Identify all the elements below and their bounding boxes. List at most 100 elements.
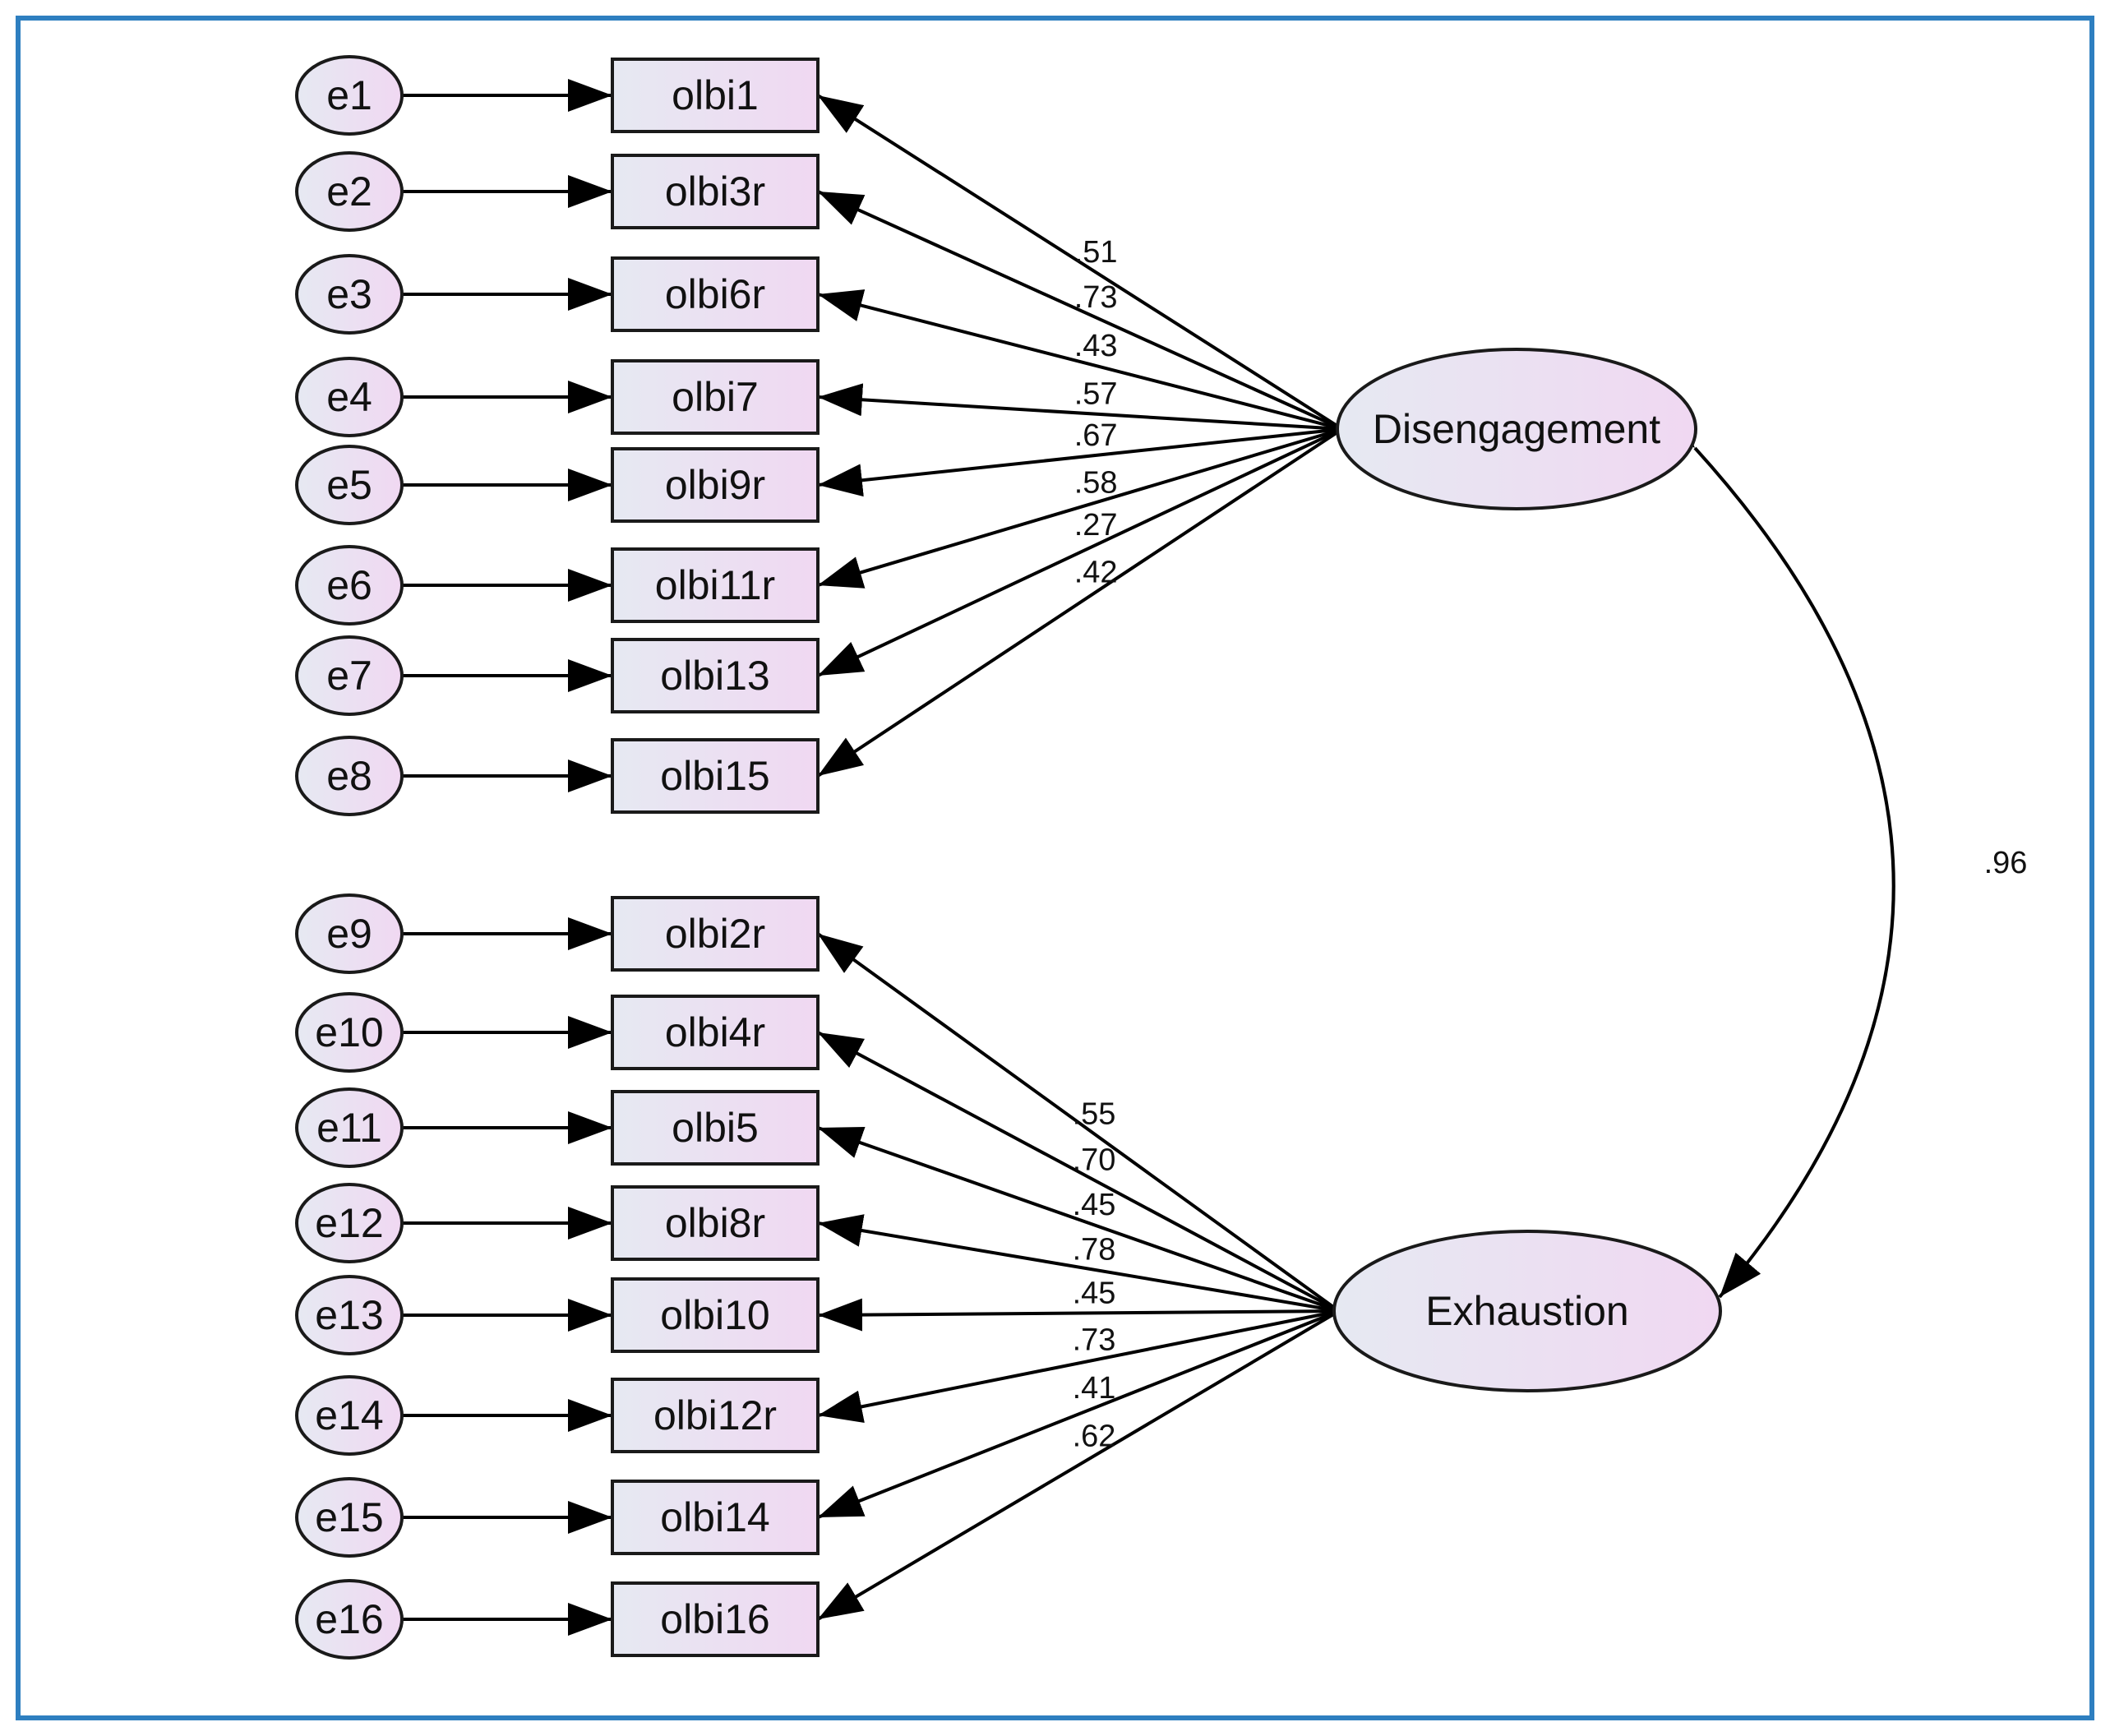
error-label: e10 <box>315 1009 383 1055</box>
error-label: e11 <box>316 1105 382 1151</box>
loading-label: .73 <box>1073 1323 1116 1358</box>
error-node-e4 <box>295 357 404 437</box>
item-label: olbi9r <box>665 462 765 508</box>
diagram-frame <box>16 16 2094 1720</box>
latent-node-disengagement <box>1336 348 1697 510</box>
error-label: e7 <box>326 653 372 699</box>
loading-label: .43 <box>1074 329 1118 363</box>
latent-node-exhaustion <box>1332 1230 1722 1392</box>
error-label: e6 <box>326 562 372 608</box>
edges-layer <box>402 79 1895 1636</box>
error-node-e6 <box>295 545 404 626</box>
item-box-olbi5 <box>611 1090 820 1166</box>
loading-label: .67 <box>1074 418 1118 453</box>
item-label: olbi6r <box>665 271 765 317</box>
correlation-path <box>1652 404 1895 1299</box>
loading-path-olbi12r <box>817 1309 1340 1424</box>
loading-path-olbi1 <box>816 94 1344 431</box>
error-node-e10 <box>295 992 404 1073</box>
error-node-e15 <box>295 1477 404 1558</box>
error-node-e8 <box>295 736 404 816</box>
error-label: e14 <box>315 1392 383 1438</box>
error-label: e13 <box>315 1292 383 1338</box>
error-label: e1 <box>326 72 372 118</box>
loading-label: .78 <box>1073 1233 1116 1267</box>
item-box-olbi15 <box>611 738 820 814</box>
loading-path-olbi16 <box>816 1309 1341 1621</box>
item-label: olbi16 <box>660 1596 769 1642</box>
item-label: olbi1 <box>672 72 759 118</box>
error-node-e5 <box>295 445 404 525</box>
loading-label: .45 <box>1073 1276 1116 1310</box>
loading-path-olbi4r <box>817 1031 1340 1313</box>
error-label: e8 <box>326 753 372 799</box>
error-label: e2 <box>326 169 372 215</box>
item-box-olbi14 <box>611 1480 820 1555</box>
loading-path-olbi6r <box>817 289 1343 431</box>
error-label: e15 <box>315 1494 383 1540</box>
loading-path-olbi14 <box>817 1309 1340 1519</box>
error-node-e7 <box>295 635 404 716</box>
item-box-olbi2r <box>611 896 820 972</box>
item-label: olbi13 <box>660 653 769 699</box>
error-label: e12 <box>315 1200 383 1246</box>
error-node-e14 <box>295 1375 404 1456</box>
item-box-olbi8r <box>611 1185 820 1261</box>
nodes-layer <box>295 55 1722 1660</box>
error-node-e3 <box>295 254 404 335</box>
item-label: olbi14 <box>660 1494 769 1540</box>
loading-path-olbi3r <box>817 190 1343 431</box>
item-label: olbi10 <box>660 1292 769 1338</box>
loading-path-olbi2r <box>816 932 1341 1313</box>
item-box-olbi11r <box>611 547 820 623</box>
loading-path-olbi8r <box>817 1214 1340 1313</box>
loading-label: .45 <box>1073 1188 1116 1222</box>
loading-path-olbi11r <box>817 427 1343 589</box>
error-label: e5 <box>326 462 372 508</box>
loading-path-olbi7 <box>817 383 1343 431</box>
item-box-olbi6r <box>611 256 820 332</box>
error-label: e16 <box>315 1596 383 1642</box>
error-node-e16 <box>295 1579 404 1660</box>
loading-label: .73 <box>1074 280 1118 315</box>
loading-path-olbi9r <box>817 427 1343 497</box>
item-label: olbi5 <box>672 1105 759 1151</box>
loading-label: .55 <box>1073 1097 1116 1131</box>
item-box-olbi1 <box>611 58 820 133</box>
item-box-olbi4r <box>611 995 820 1070</box>
item-box-olbi10 <box>611 1277 820 1353</box>
item-box-olbi12r <box>611 1378 820 1453</box>
error-node-e1 <box>295 55 404 136</box>
loading-label: .42 <box>1074 555 1118 589</box>
error-label: e3 <box>326 271 372 317</box>
loading-path-olbi10 <box>817 1298 1340 1332</box>
error-node-e13 <box>295 1275 404 1355</box>
loading-path-olbi15 <box>816 427 1344 778</box>
loading-path-olbi5 <box>817 1126 1340 1313</box>
item-box-olbi3r <box>611 154 820 229</box>
item-label: olbi8r <box>665 1200 765 1246</box>
loading-path-olbi13 <box>817 427 1343 677</box>
correlation-label: .96 <box>1984 846 2028 880</box>
item-box-olbi13 <box>611 638 820 713</box>
error-node-e12 <box>295 1183 404 1263</box>
loading-label: .51 <box>1074 235 1118 270</box>
error-label: e4 <box>326 374 372 420</box>
item-box-olbi16 <box>611 1581 820 1657</box>
loading-label: .41 <box>1073 1371 1116 1406</box>
loading-label: .57 <box>1074 377 1118 412</box>
item-label: olbi2r <box>665 911 765 957</box>
error-node-e2 <box>295 151 404 232</box>
item-label: olbi4r <box>665 1009 765 1055</box>
loading-label: .58 <box>1074 465 1118 500</box>
loading-label: .62 <box>1073 1419 1116 1453</box>
latent-label: Disengagement <box>1373 406 1660 452</box>
error-label: e9 <box>326 911 372 957</box>
item-label: olbi7 <box>672 374 759 420</box>
error-node-e11 <box>295 1087 404 1168</box>
item-label: olbi15 <box>660 753 769 799</box>
item-box-olbi7 <box>611 359 820 435</box>
error-node-e9 <box>295 893 404 974</box>
